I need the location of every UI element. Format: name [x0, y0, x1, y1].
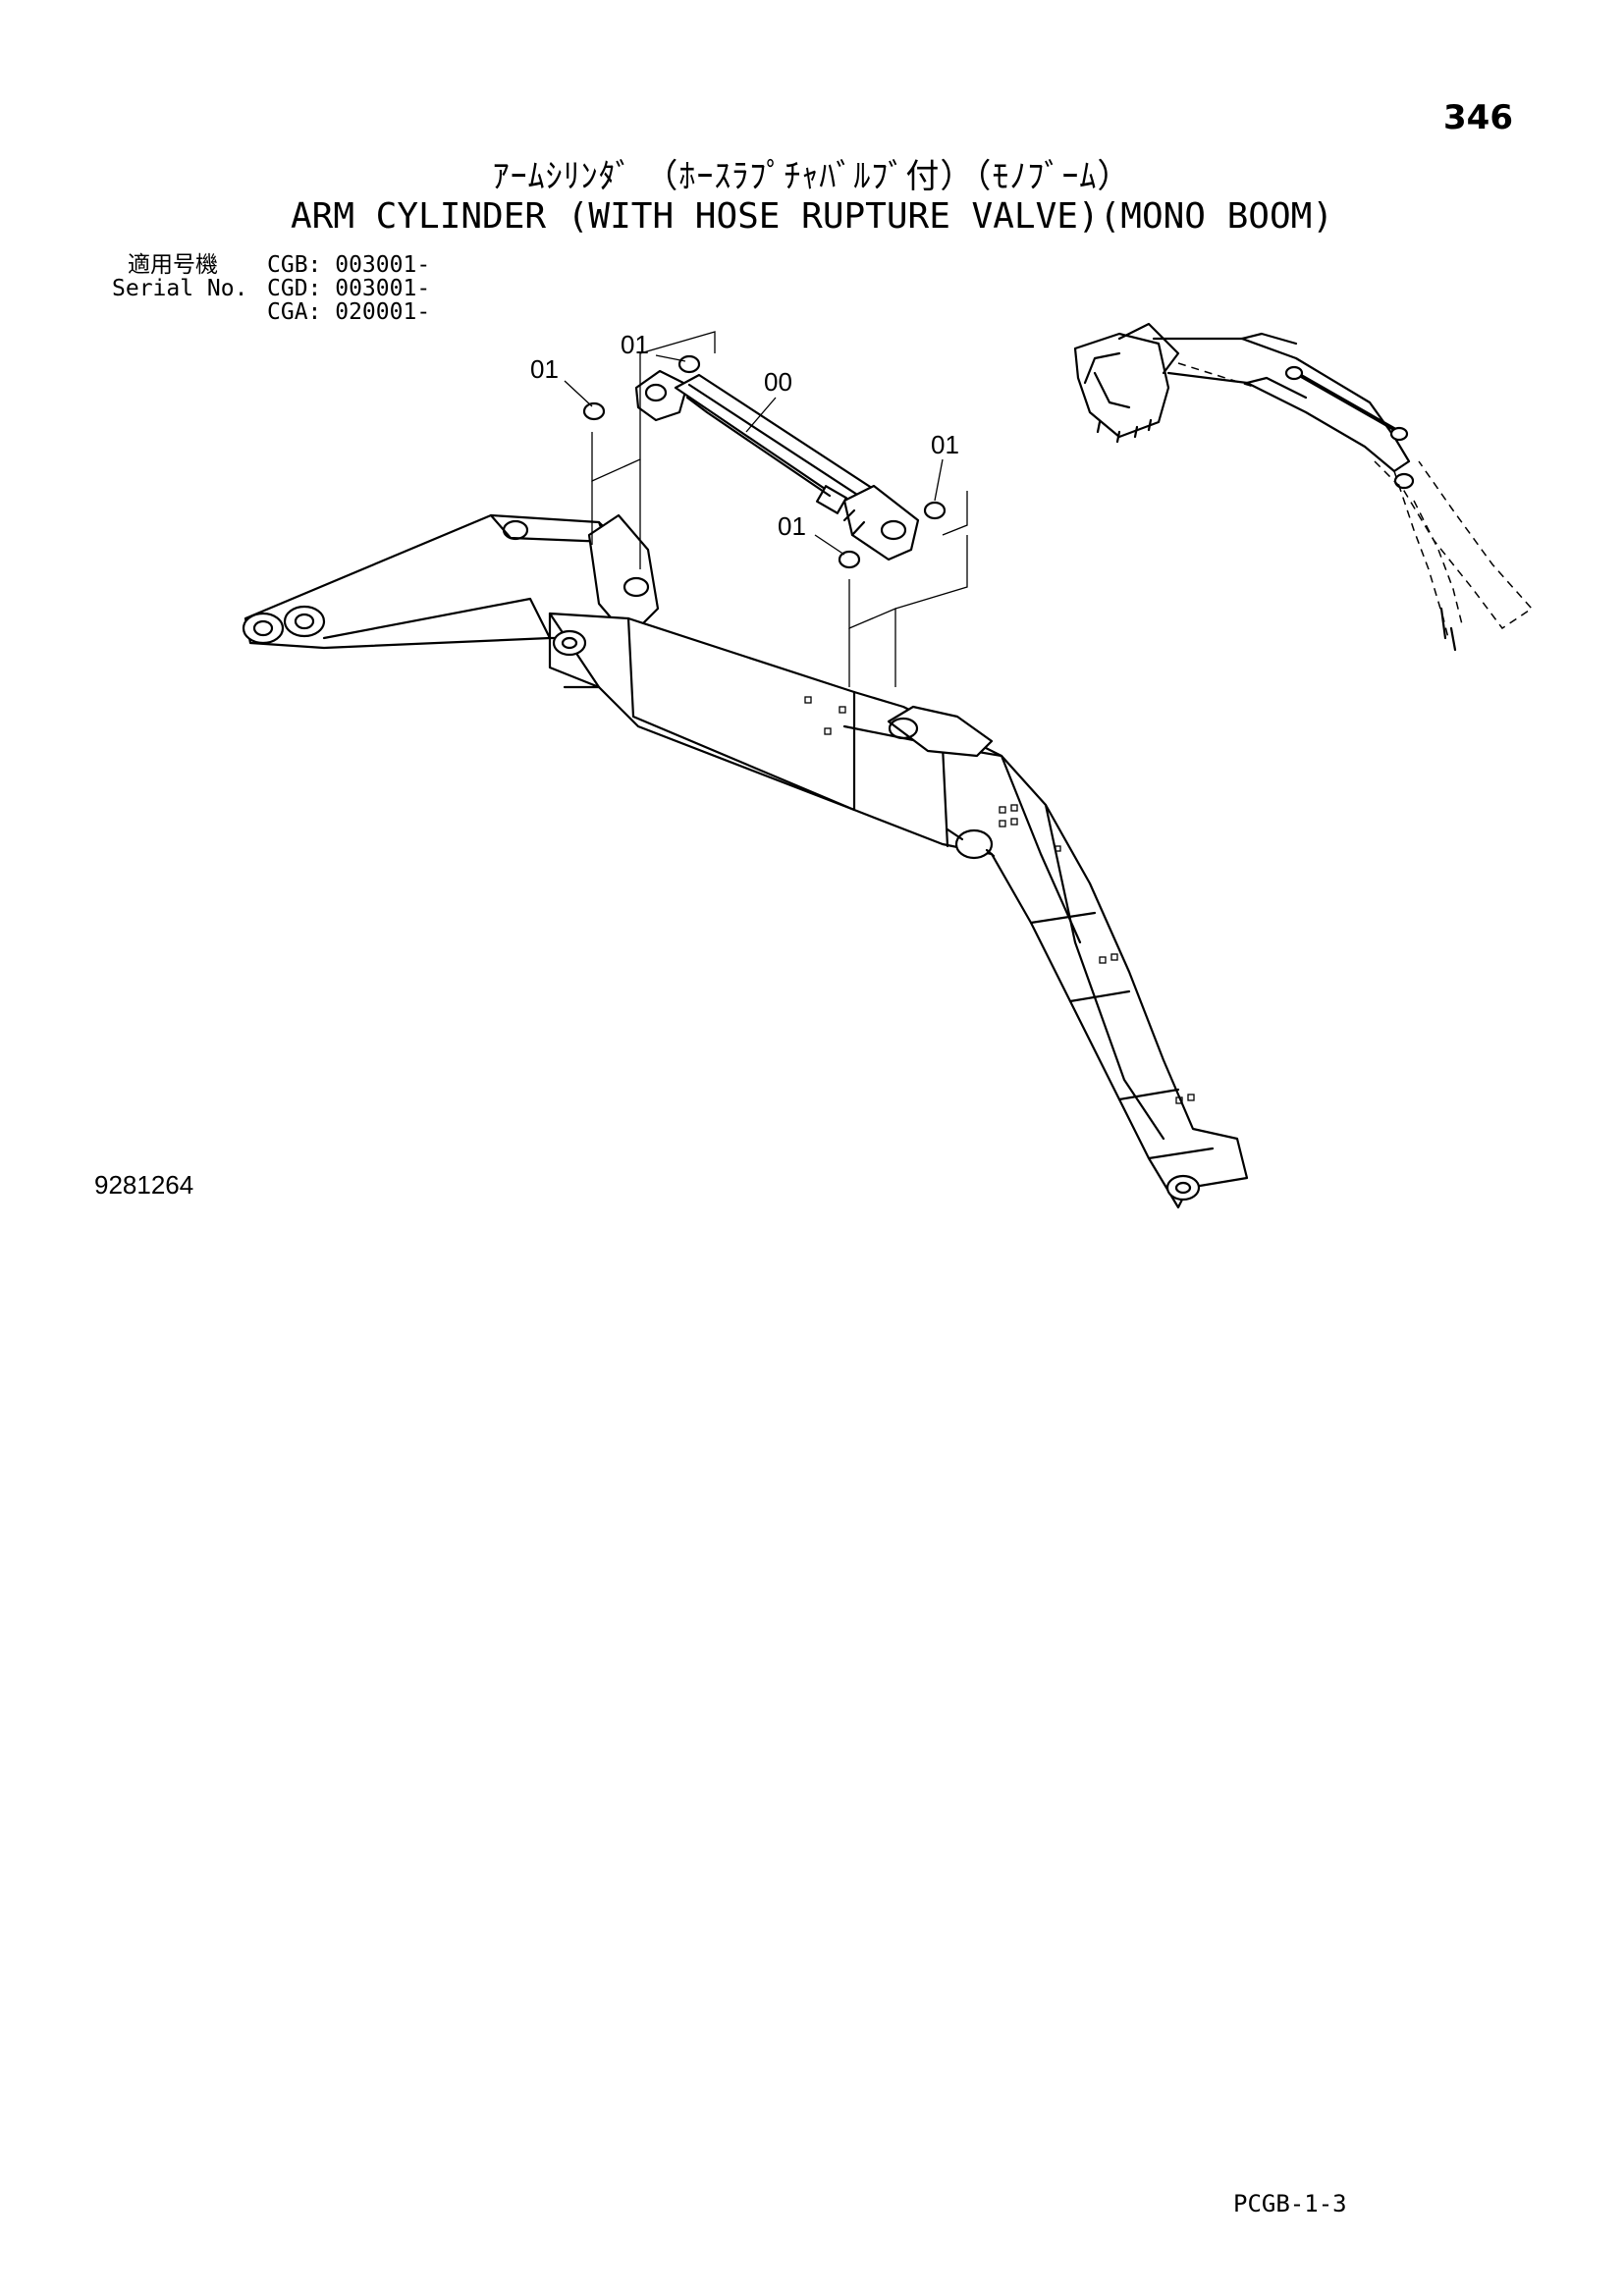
bushing-parts	[582, 354, 947, 569]
arm-cylinder-drawing	[634, 369, 920, 561]
mono-boom-drawing	[242, 513, 1249, 1209]
callout-bushing-01-c: 01	[931, 430, 959, 459]
serial-label-en: Serial No.	[112, 276, 248, 301]
serial-entry-cga: CGA: 020001-	[267, 299, 431, 325]
callouts: 01 01 00 01 01	[530, 330, 959, 556]
diagram-id: 9281264	[94, 1170, 194, 1200]
callout-bushing-01-a: 01	[530, 354, 559, 384]
reference-front-attachment-sketch	[1073, 322, 1534, 652]
serial-label-jp: 適用号機	[128, 252, 218, 278]
callout-bushing-01-b: 01	[621, 330, 649, 359]
callout-bushing-01-d: 01	[778, 511, 806, 541]
page-number: 346	[1443, 98, 1513, 137]
callout-cylinder-00: 00	[764, 367, 792, 397]
serial-entry-cgb: CGB: 003001-	[267, 252, 431, 278]
title-english: ARM CYLINDER (WITH HOSE RUPTURE VALVE)(M…	[290, 196, 1334, 237]
serial-entry-cgd: CGD: 003001-	[267, 276, 431, 301]
exploded-view-guides	[591, 331, 968, 687]
page-code: PCGB-1-3	[1233, 2190, 1347, 2217]
title-japanese: ｱｰﾑｼﾘﾝﾀﾞ （ﾎｰｽﾗﾌﾟﾁｬﾊﾞﾙﾌﾞ付）（ﾓﾉﾌﾞｰﾑ）	[492, 157, 1132, 196]
